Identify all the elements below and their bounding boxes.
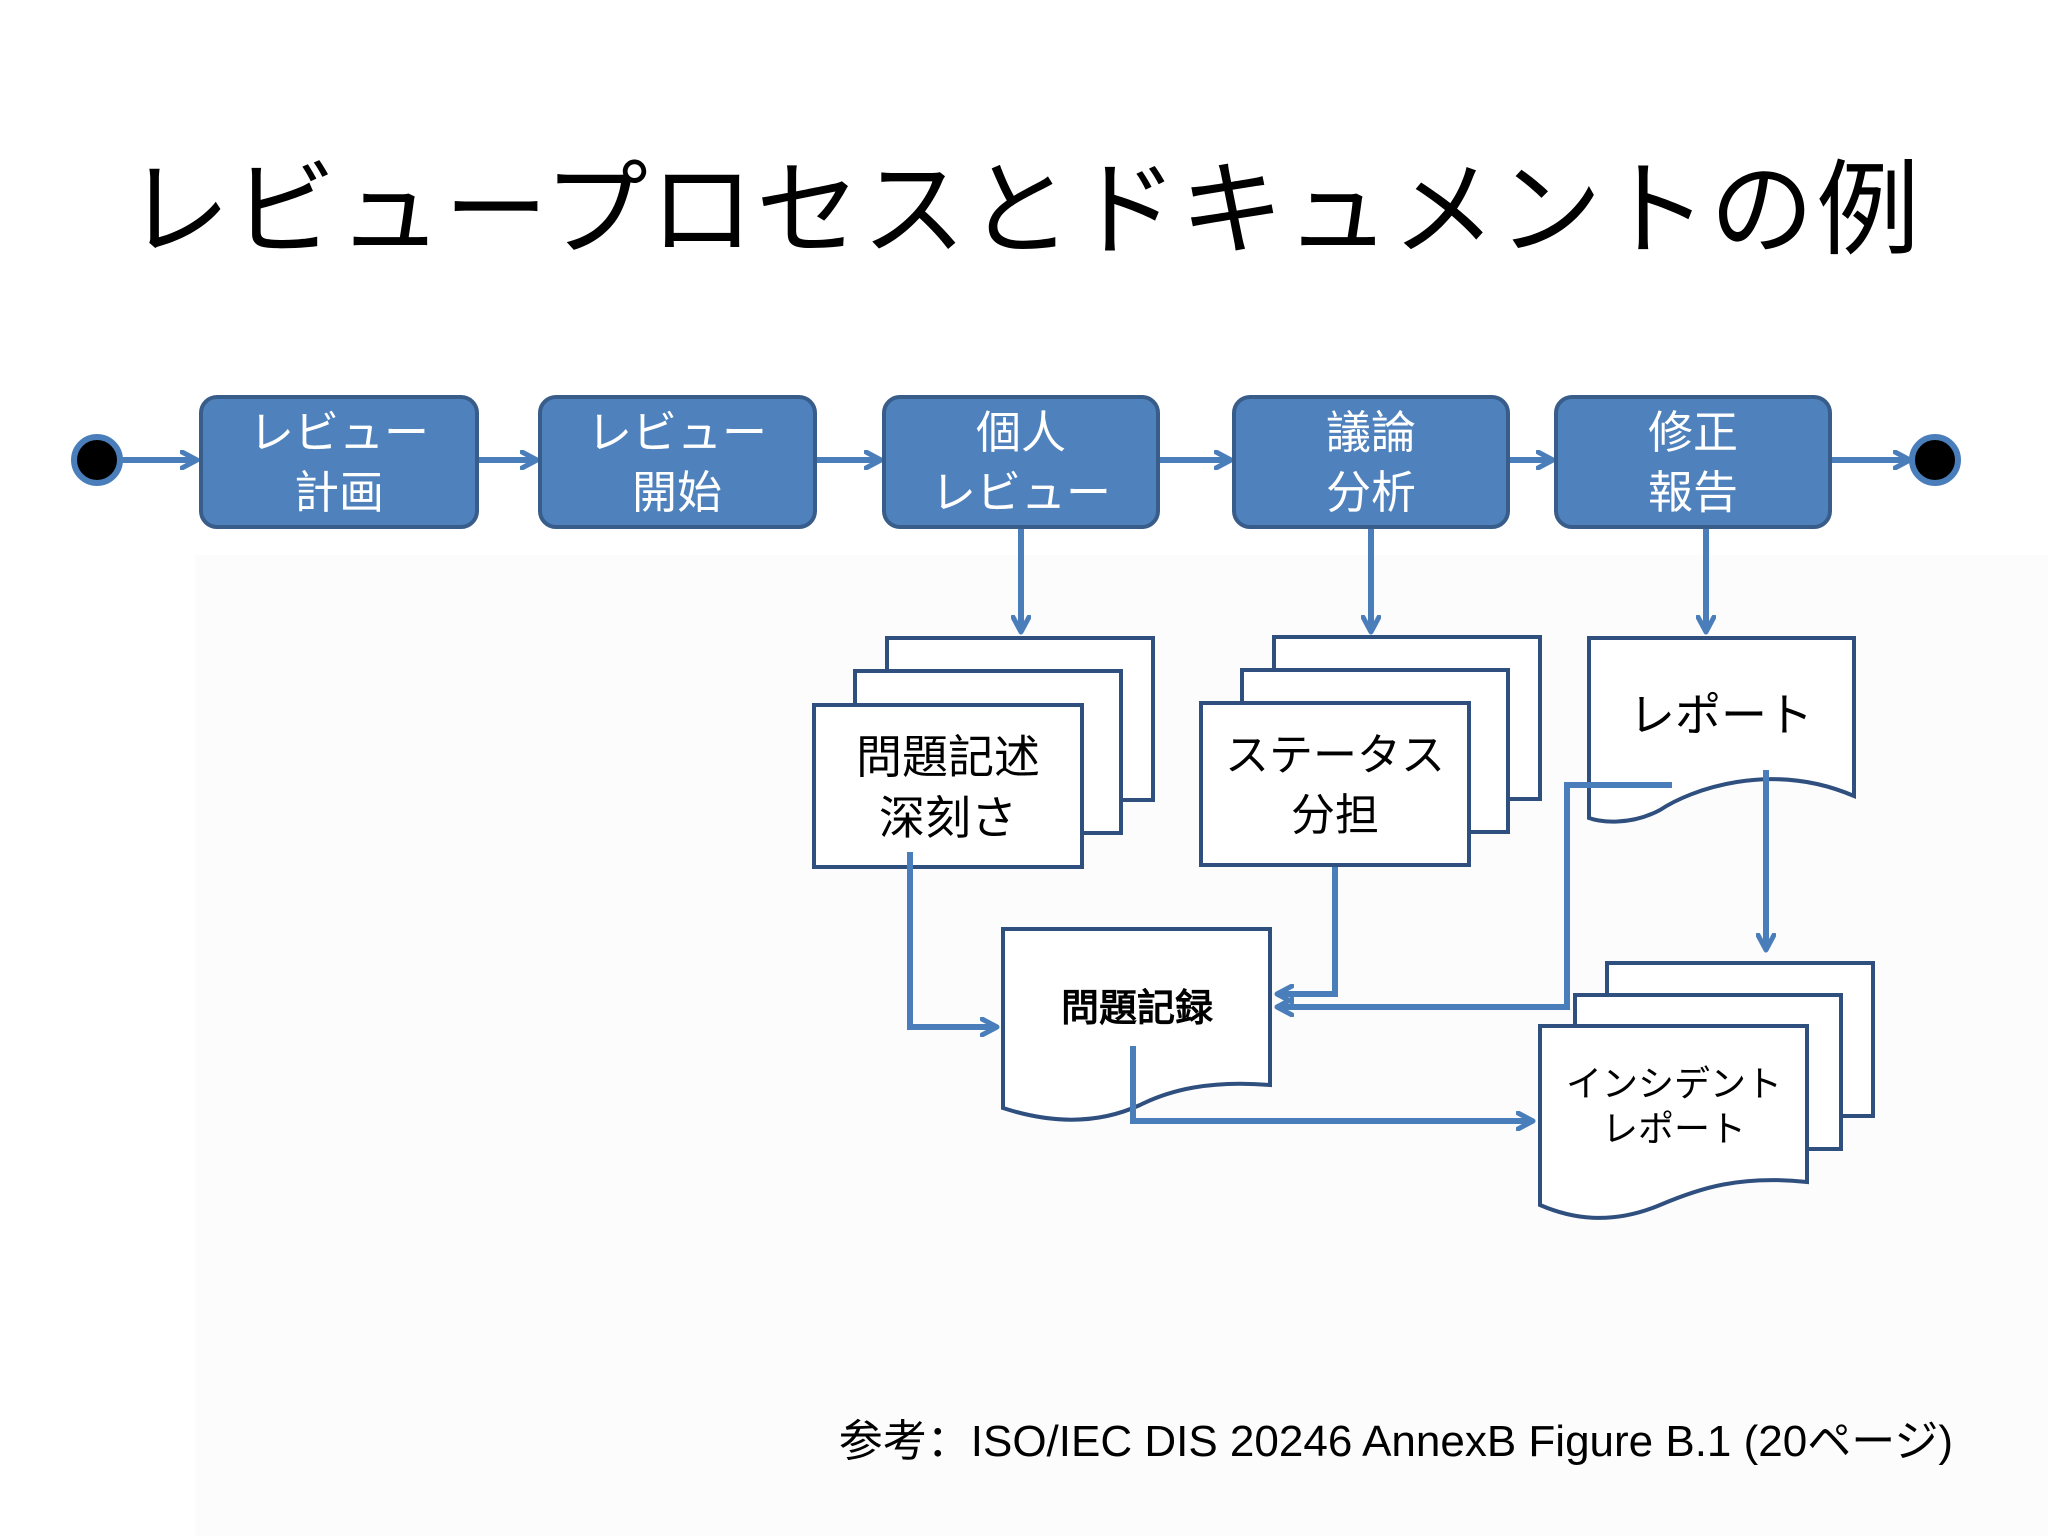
slide-title: レビュープロセスとドキュメントの例 [126, 149, 1922, 271]
start-node [71, 434, 123, 486]
connector-status-to-record [1277, 867, 1338, 994]
incident-report-line1: インシデント [1566, 1064, 1782, 1105]
process-step-line1: 修正 [1648, 406, 1738, 459]
process-step-line2: 分析 [1326, 466, 1416, 519]
process-step-review-initiation: レビュー 開始 [538, 395, 817, 529]
process-step-review-planning: レビュー 計画 [199, 395, 479, 529]
process-step-line2: 報告 [1648, 466, 1738, 519]
report-label: レポート [1629, 688, 1813, 742]
process-step-individual-review: 個人 レビュー [882, 395, 1160, 529]
process-step-line2: レビュー [931, 466, 1111, 519]
process-step-line2: 開始 [632, 466, 722, 519]
issue-record-label: 問題記録 [1061, 986, 1214, 1030]
document-issue-description [812, 636, 1155, 869]
status-line2: 分担 [1291, 790, 1379, 841]
issue-description-line1: 問題記述 [856, 730, 1040, 784]
connector-record-to-incident [1130, 1046, 1533, 1121]
status-line1: ステータス [1225, 730, 1445, 781]
incident-report-line2: レポート [1602, 1109, 1746, 1150]
process-step-line1: 個人 [976, 406, 1066, 459]
reference-citation: 参考：ISO/IEC DIS 20246 AnnexB Figure B.1 (… [838, 1417, 1953, 1466]
document-incident-report [1538, 961, 1875, 1220]
connector-issues-to-record [907, 852, 997, 1027]
issue-description-line2: 深刻さ [879, 791, 1017, 845]
connector-report-to-record [1277, 782, 1672, 1007]
document-report [1587, 636, 1856, 824]
process-step-line1: 議論 [1326, 406, 1416, 459]
document-status [1199, 635, 1542, 867]
process-step-fix-report: 修正 報告 [1554, 395, 1832, 529]
end-node [1909, 434, 1961, 486]
output-connectors [1021, 529, 1706, 632]
process-step-line2: 計画 [294, 466, 384, 519]
document-issue-record [1001, 927, 1272, 1122]
process-step-line1: レビュー [587, 406, 767, 459]
document-flow-connectors [907, 770, 1766, 1121]
process-step-line1: レビュー [249, 406, 429, 459]
process-step-discussion-analysis: 議論 分析 [1232, 395, 1510, 529]
